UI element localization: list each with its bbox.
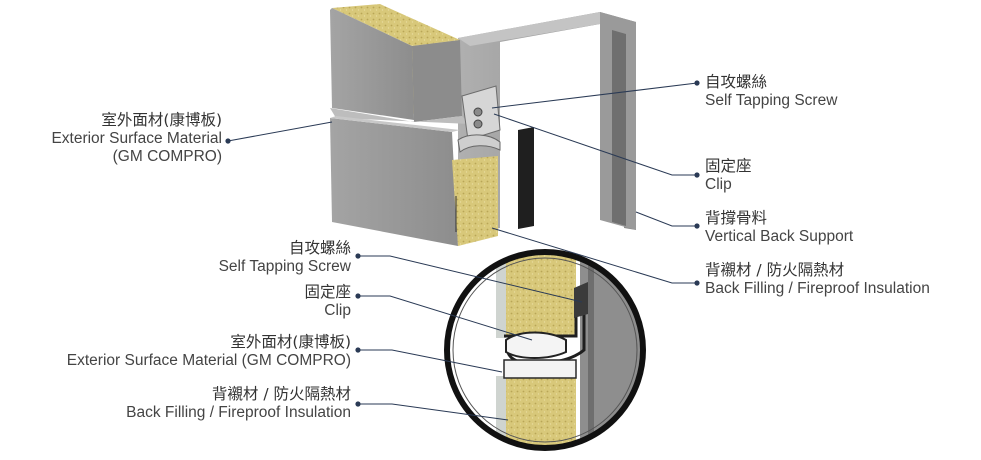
- label-exterior-material: 室外面材(康博板) Exterior Surface Material (GM …: [51, 111, 222, 166]
- lower-insulation: [452, 156, 498, 246]
- label-exterior-material-zh: 室外面材(康博板): [101, 111, 222, 129]
- detail-magnifier: [444, 249, 646, 451]
- lower-exterior-panel: [330, 118, 458, 246]
- label-clip-en: Clip: [705, 175, 732, 193]
- detail-label-exterior: 室外面材(康博板) Exterior Surface Material (GM …: [66, 333, 351, 370]
- detail-label-clip-en: Clip: [324, 301, 351, 319]
- detail-label-exterior-en: Exterior Surface Material (GM COMPRO): [66, 351, 351, 369]
- label-clip: 固定座 Clip: [705, 157, 752, 194]
- label-filling-zh: 背襯材 / 防火隔熱材: [705, 261, 845, 279]
- detail-label-clip: 固定座 Clip: [304, 283, 351, 320]
- label-exterior-material-en2: (GM COMPRO): [112, 147, 222, 165]
- label-filling-en: Back Filling / Fireproof Insulation: [705, 279, 930, 297]
- upper-exterior-panel: [330, 8, 414, 120]
- detail-label-screw-zh: 自攻螺絲: [288, 239, 351, 257]
- detail-label-clip-zh: 固定座: [304, 283, 351, 301]
- screw-detail: [574, 282, 588, 318]
- detail-label-screw: 自攻螺絲 Self Tapping Screw: [218, 239, 351, 276]
- label-screw-en: Self Tapping Screw: [705, 91, 838, 109]
- label-self-tapping-screw: 自攻螺絲 Self Tapping Screw: [705, 73, 838, 110]
- detail-label-filling: 背襯材 / 防火隔熱材 Back Filling / Fireproof Ins…: [126, 385, 351, 422]
- upper-insulation: [332, 4, 460, 46]
- leader-lines: [225, 80, 700, 421]
- label-exterior-material-en: Exterior Surface Material: [51, 129, 222, 147]
- label-vertical-back-support: 背撐骨料 Vertical Back Support: [705, 209, 854, 246]
- detail-label-filling-zh: 背襯材 / 防火隔熱材: [211, 385, 351, 403]
- label-screw-zh: 自攻螺絲: [705, 73, 768, 91]
- label-back-filling: 背襯材 / 防火隔熱材 Back Filling / Fireproof Ins…: [705, 261, 930, 298]
- clip-3d: [457, 85, 501, 153]
- detail-label-screw-en: Self Tapping Screw: [218, 257, 351, 275]
- detail-label-filling-en: Back Filling / Fireproof Insulation: [126, 403, 351, 421]
- detail-label-exterior-zh: 室外面材(康博板): [230, 333, 351, 351]
- label-clip-zh: 固定座: [705, 157, 752, 175]
- label-support-en: Vertical Back Support: [705, 227, 854, 245]
- assembly-3d: [330, 4, 636, 246]
- label-support-zh: 背撐骨料: [705, 209, 768, 227]
